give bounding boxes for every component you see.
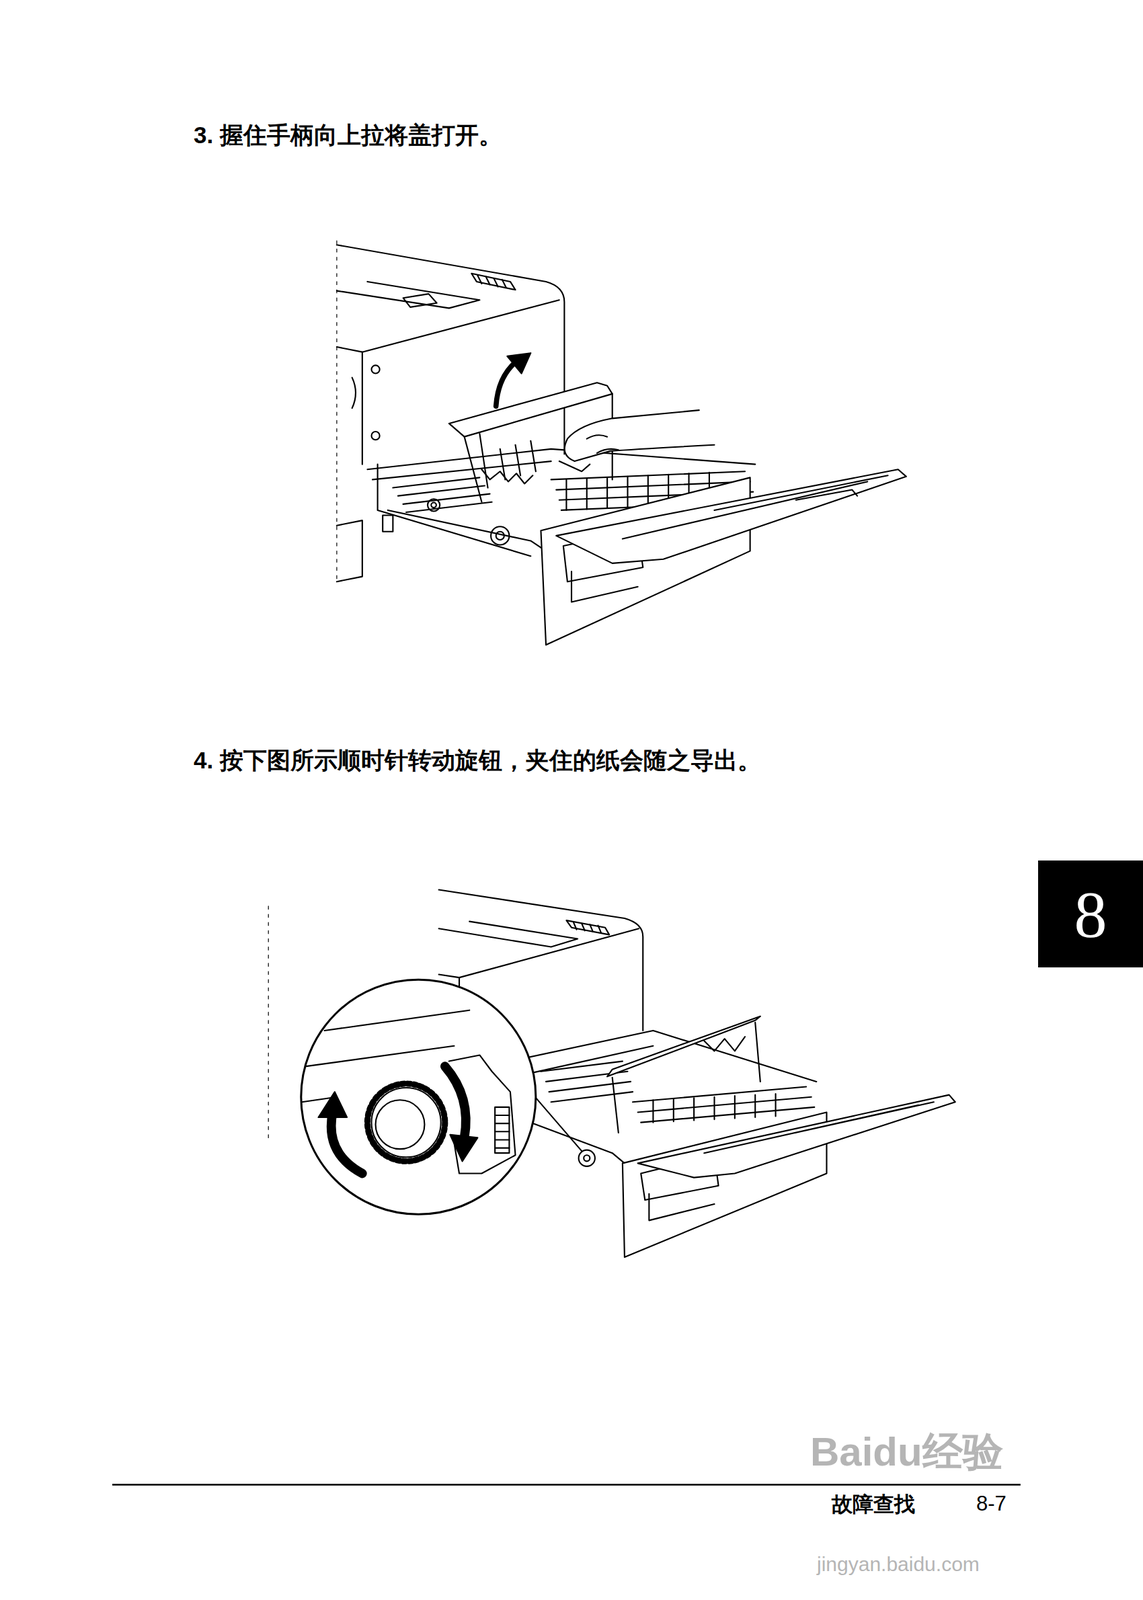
page-number: 8-7 bbox=[976, 1491, 1007, 1517]
step-instruction: 3. 握住手柄向上拉将盖打开。 bbox=[193, 119, 503, 152]
footer-section: 故障查找 bbox=[831, 1490, 916, 1519]
watermark: jingyan.baidu.com bbox=[816, 1553, 980, 1576]
footer-rule bbox=[112, 1483, 1021, 1486]
chapter-tab: 8 bbox=[1038, 860, 1143, 968]
step-instruction: 4. 按下图所示顺时针转动旋钮，夹住的纸会随之导出。 bbox=[193, 744, 762, 777]
printer-illustration-open-cover bbox=[336, 240, 907, 645]
watermark: Baidu经验 bbox=[810, 1425, 1004, 1480]
printer-illustration-turn-knob bbox=[268, 890, 956, 1258]
chapter-number: 8 bbox=[1074, 881, 1108, 948]
